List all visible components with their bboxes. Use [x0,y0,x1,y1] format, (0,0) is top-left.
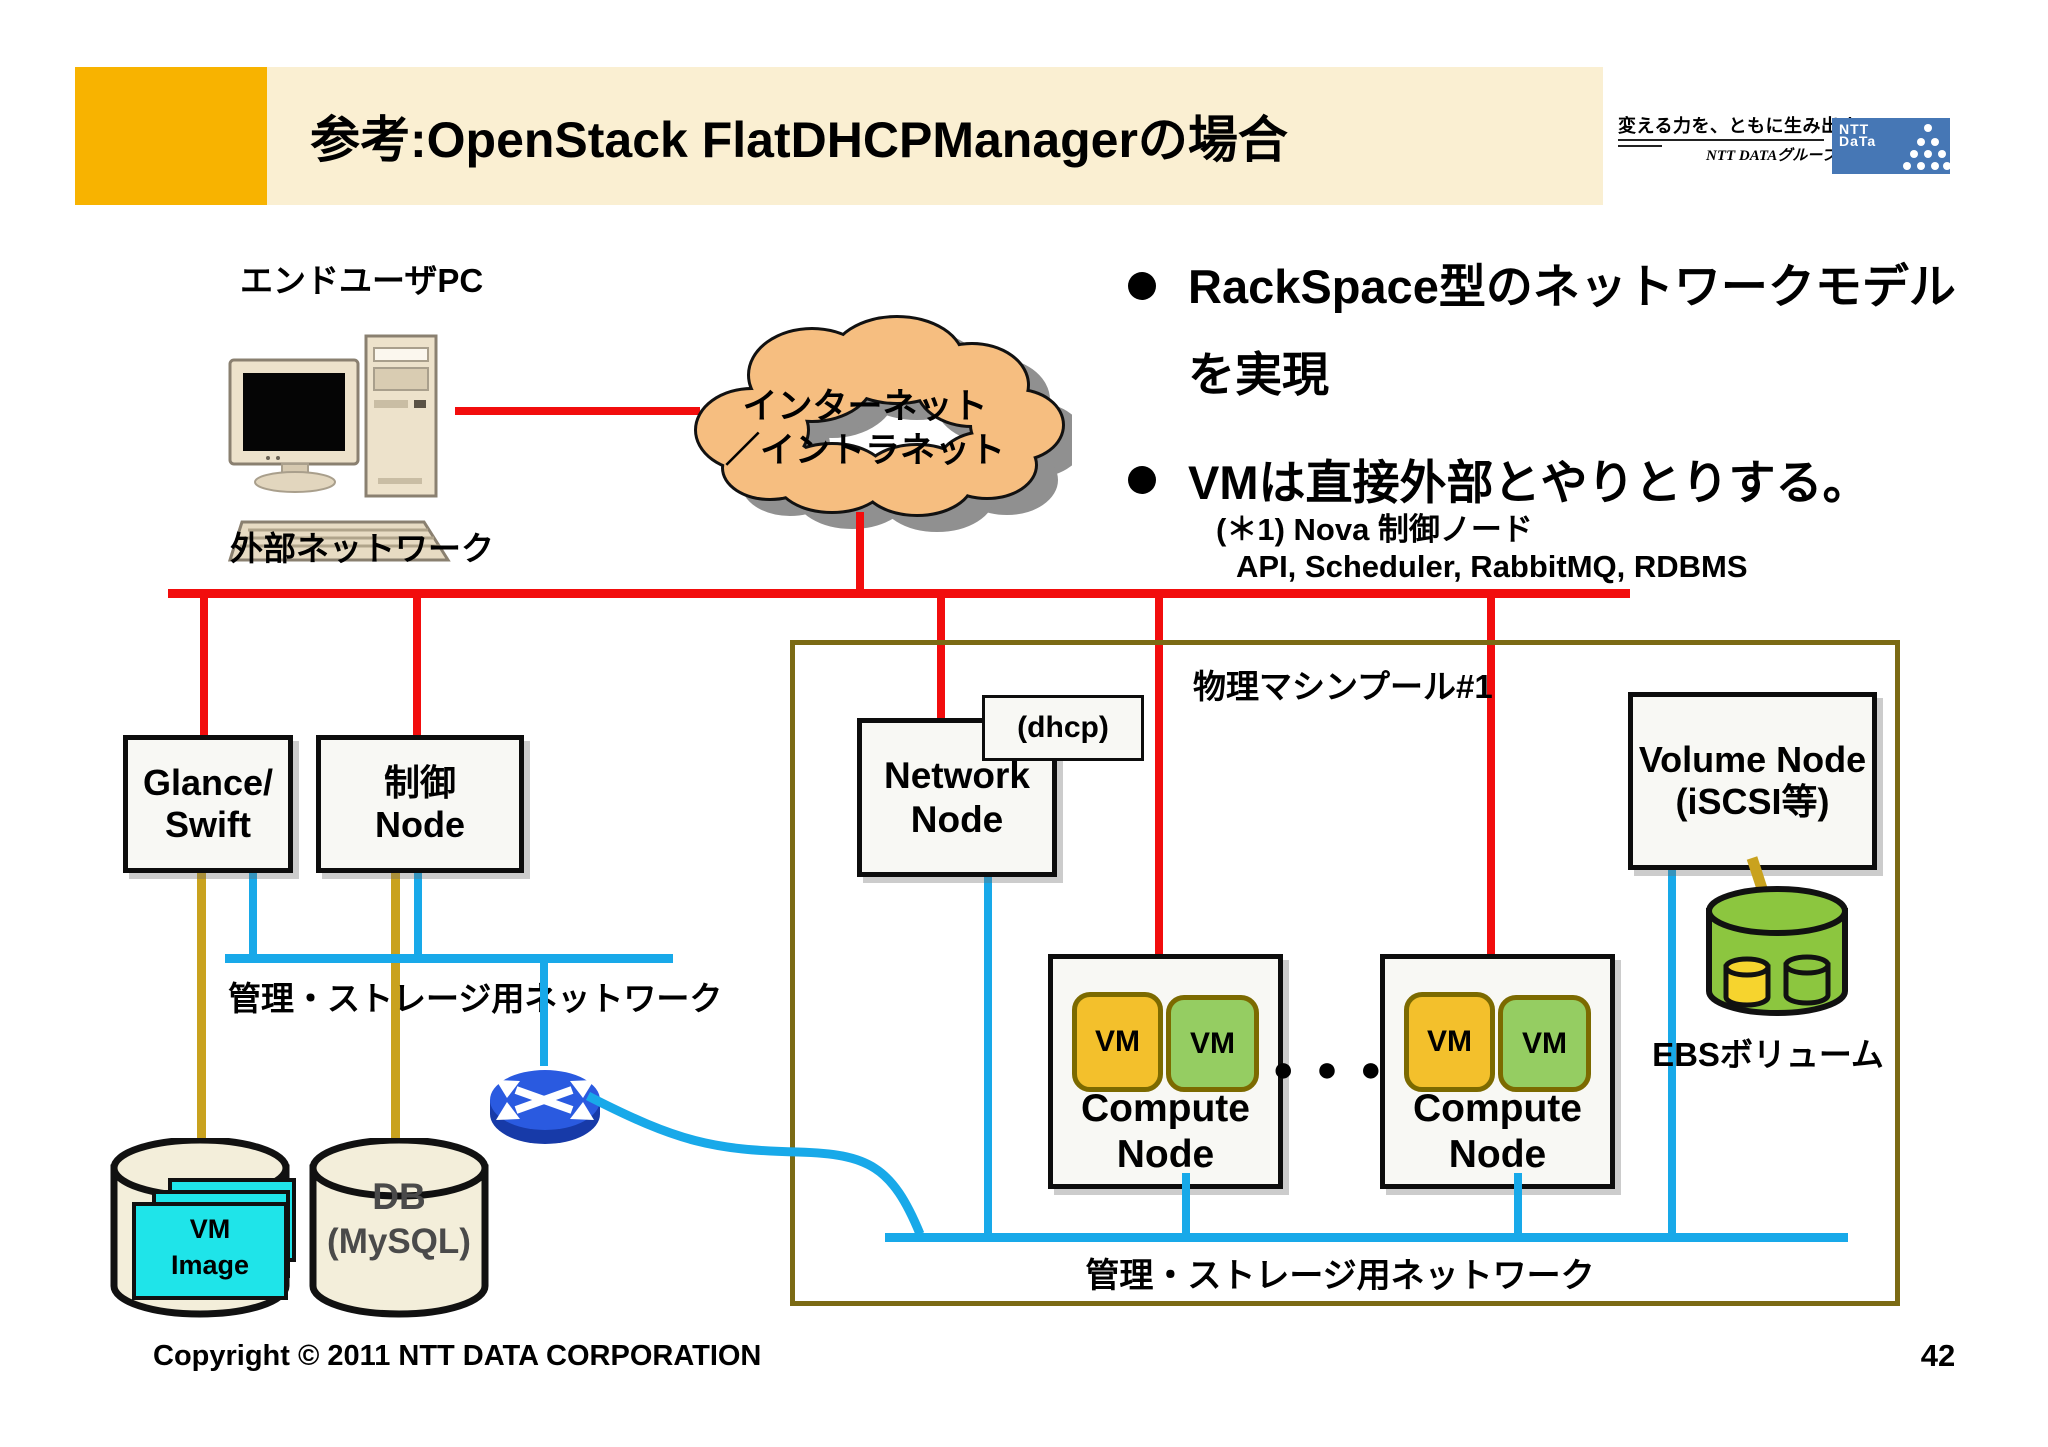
router-icon [490,1070,600,1144]
compute-node-1-line1: Compute [1081,1086,1250,1130]
logo-tagline: 変える力を、ともに生み出す。 [1618,116,1875,136]
vm-instance: VM [1404,992,1495,1092]
cloud-label-line2: ／イントラネット [724,431,1005,470]
mgmt-network-label-left: 管理・ストレージ用ネットワーク [228,980,723,1017]
logo-brand-line2: DaTa [1839,133,1877,149]
logo-group-text: NTT DATAグループ [1706,148,1837,164]
page-number: 42 [1920,1338,1956,1373]
router-to-pool-curve [585,1091,925,1236]
logo-rule [1618,139,1824,141]
control-node-line1: 制御 [383,761,456,803]
control-node: 制御 Node [316,735,524,873]
vm-instance: VM [1498,995,1591,1092]
volume-node: Volume Node (iSCSI等) [1628,692,1877,870]
db-cylinder-icon [309,1138,489,1318]
bullet-marker [1128,272,1156,300]
compute-ellipsis: ● ● ● [1272,1048,1388,1089]
compute-node-2-line2: Node [1448,1132,1547,1176]
db-label-line2: (MySQL) [327,1222,471,1261]
compute-node-1-line2: Node [1116,1132,1215,1176]
vm-label: VM [1095,1025,1140,1058]
internet-cloud-icon [694,315,1072,532]
enduser-pc-label: エンドユーザPC [240,262,484,299]
logo-dots-icon [1903,124,1950,170]
gold-line-control-to-db [391,861,400,1153]
bullet-marker [1128,466,1156,494]
red-drop-network-node [937,596,945,722]
vm-image-card-front: VM Image [132,1202,288,1300]
blue-drop-volume-node [1668,858,1676,1237]
pool-label: 物理マシンプール#1 [1193,668,1493,705]
ebs-cylinder-icon [1706,886,1848,1016]
network-node-line1: Network [884,754,1030,796]
volume-node-line2: (iSCSI等) [1675,781,1830,822]
network-node-line2: Node [910,798,1004,840]
compute-node-2-line1: Compute [1413,1086,1582,1130]
red-drop-compute2 [1487,596,1495,956]
desktop-pc-icon [228,334,451,562]
vm-label: VM [1190,1026,1235,1060]
ntt-data-logo: NTT DaTa [1832,118,1950,174]
red-drop-glance [200,596,208,737]
db-label-line1: DB [372,1176,426,1217]
title-bar: 参考:OpenStack FlatDHCPManagerの場合 [267,67,1603,205]
blue-drop-compute1 [1182,1173,1190,1237]
glance-swift-line1: Glance/ [142,761,274,803]
bullet-1-line1: RackSpace型のネットワークモデル [1188,260,1956,313]
blue-drop-network-node [984,865,992,1237]
note-line1: (＊1) Nova 制御ノード [1216,512,1533,547]
page-title: 参考:OpenStack FlatDHCPManagerの場合 [310,112,1288,168]
red-drop-compute1 [1155,596,1163,956]
blue-drop-router [540,961,548,1066]
mgmt-network-label-pool: 管理・ストレージ用ネットワーク [1085,1257,1595,1295]
pc-to-cloud-line [455,407,700,415]
blue-drop-control [414,861,422,961]
logo-brand-line1: NTT [1839,121,1870,137]
volume-node-line1: Volume Node [1638,738,1867,780]
physical-pool-box [790,640,1900,1306]
vm-image-text-line1: VM [189,1214,231,1244]
logo-rule-dash [1618,145,1662,147]
ebs-label: EBSボリューム [1652,1036,1884,1073]
red-drop-control [413,596,421,737]
bullet-1-line2: を実現 [1188,348,1329,401]
vm-image-text-line2: Image [170,1250,250,1280]
dhcp-label: (dhcp) [1017,711,1109,745]
mgmt-network-line-pool [885,1233,1848,1242]
copyright-text: Copyright © 2011 NTT DATA CORPORATION [153,1340,762,1372]
external-network-label: 外部ネットワーク [230,530,494,567]
vm-instance: VM [1072,992,1163,1092]
glance-swift-node: Glance/ Swift [123,735,293,873]
cloud-label-line1: インターネット [742,387,988,426]
bullet-2: VMは直接外部とやりとりする。 [1188,456,1870,509]
vm-label: VM [1427,1025,1472,1058]
vm-instance: VM [1166,995,1259,1092]
cloud-to-network-line [856,512,864,593]
external-network-line [168,589,1630,598]
dhcp-tag: (dhcp) [982,695,1144,761]
vm-label: VM [1522,1026,1567,1060]
gold-line-glance-to-image [197,861,206,1153]
mgmt-network-line-left [225,954,673,963]
blue-drop-glance [249,861,257,961]
note-line2: API, Scheduler, RabbitMQ, RDBMS [1236,549,1748,584]
title-accent-block [75,67,267,205]
blue-drop-compute2 [1514,1173,1522,1237]
control-node-line2: Node [375,804,465,845]
glance-swift-line2: Swift [165,804,251,845]
